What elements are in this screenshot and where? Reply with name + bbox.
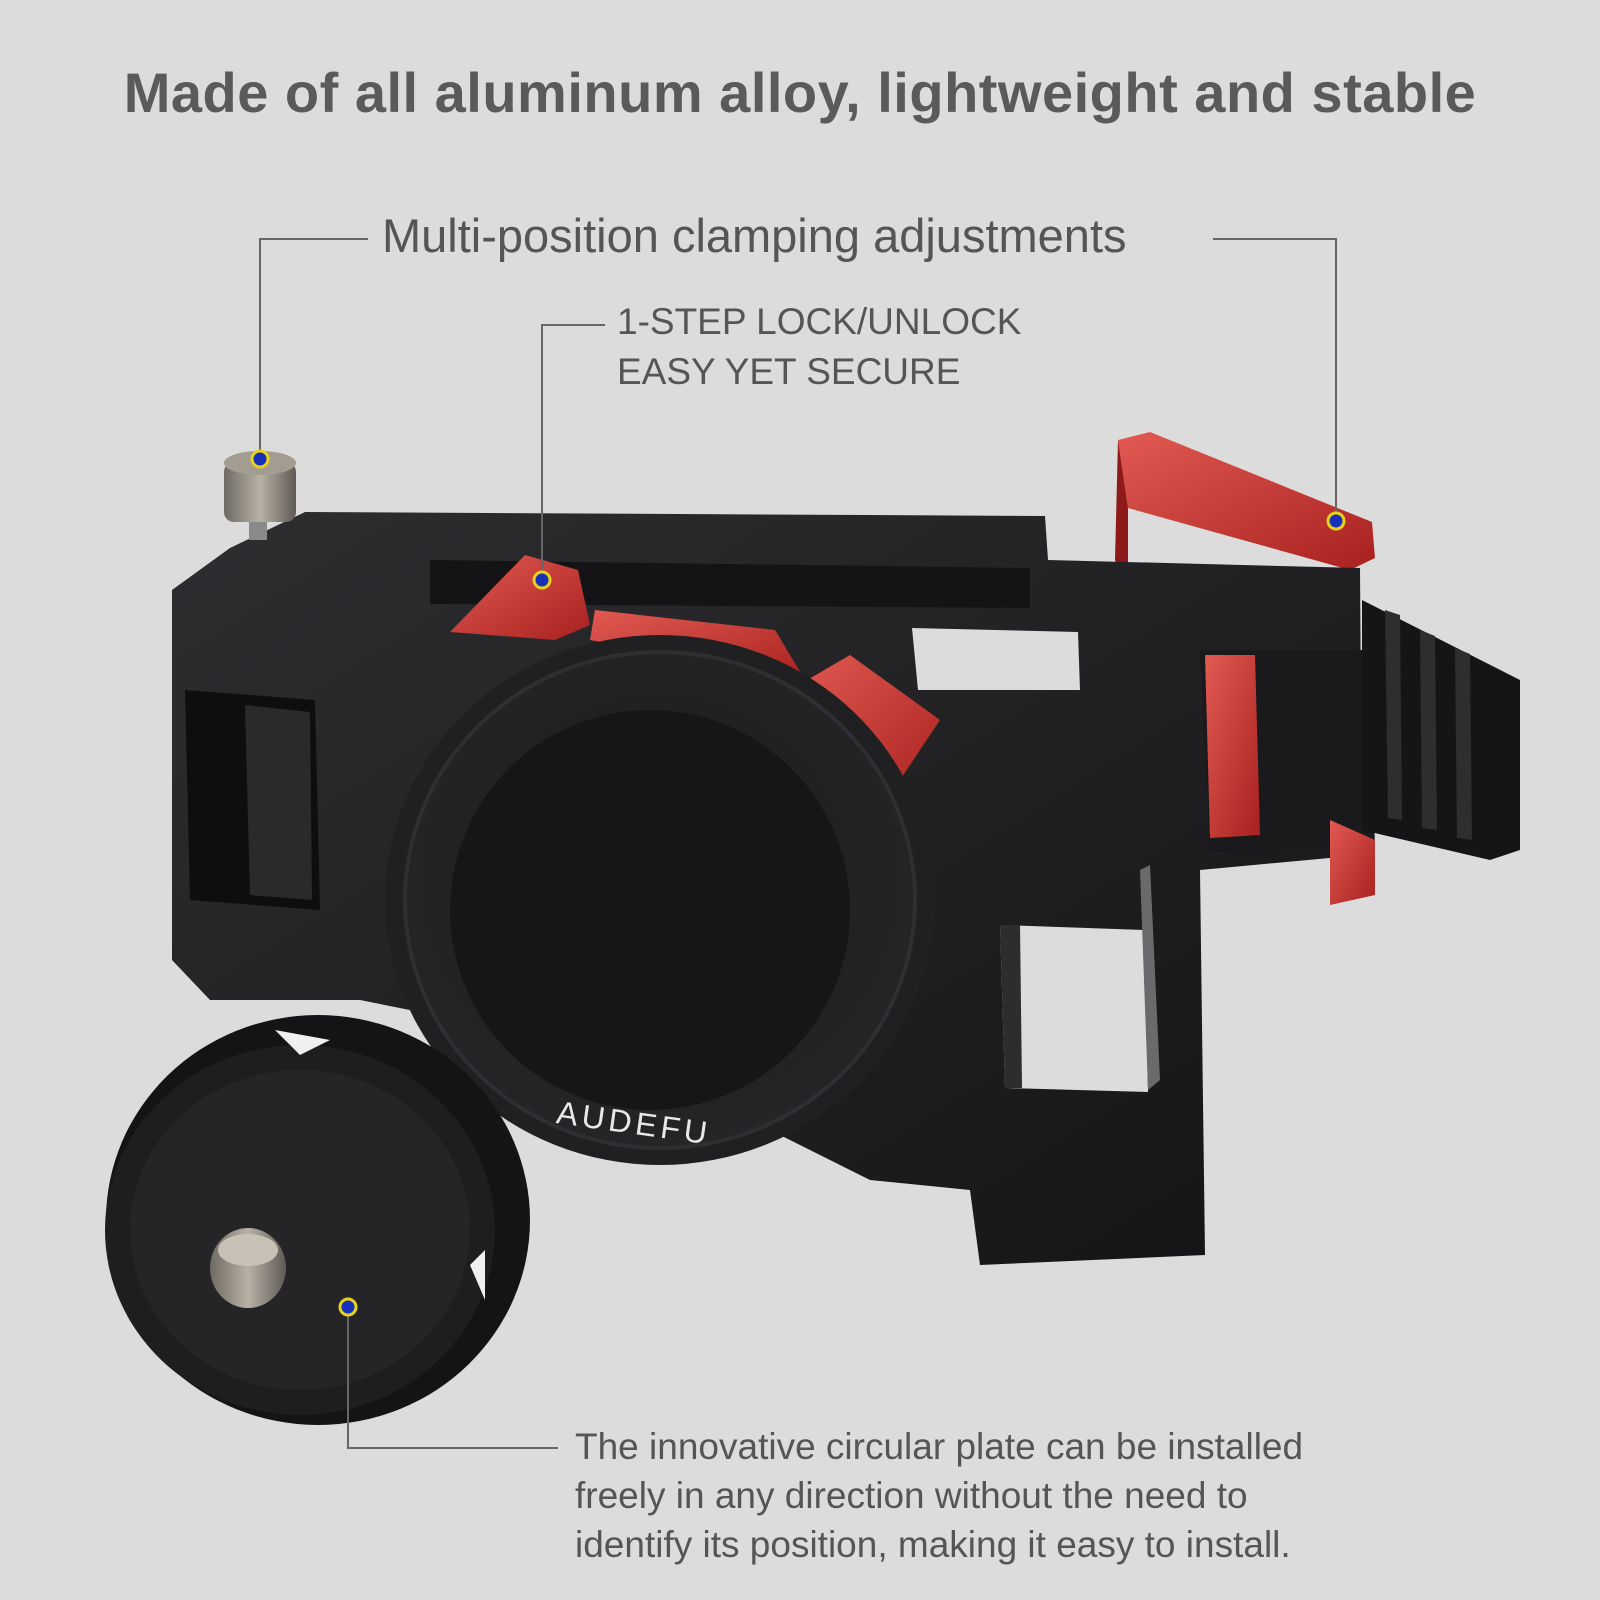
lock-leader — [541, 324, 605, 580]
marker-lever — [532, 570, 552, 590]
marker-plate — [338, 1297, 358, 1317]
marker-jaw — [1326, 511, 1346, 531]
knurled-knob — [224, 451, 296, 540]
headline: Made of all aluminum alloy, lightweight … — [123, 61, 1477, 124]
top-clamp-jaw — [1115, 432, 1375, 600]
callout-lock: 1-STEP LOCK/UNLOCK EASY YET SECURE — [617, 297, 1021, 397]
clamp-left-leader — [259, 238, 368, 456]
callout-clamping: Multi-position clamping adjustments — [382, 209, 1127, 262]
marker-knob — [250, 449, 270, 469]
callout-plate-line-1: The innovative circular plate can be ins… — [575, 1426, 1304, 1467]
ring-mount: AUDEFU — [385, 635, 935, 1165]
clamp-right-leader — [1213, 238, 1337, 521]
right-clamp-mechanism — [1140, 600, 1520, 1090]
plate-leader — [347, 1307, 558, 1449]
callout-lines — [259, 238, 1337, 1449]
callout-lock-line-2: EASY YET SECURE — [617, 351, 961, 392]
callout-lock-line-1: 1-STEP LOCK/UNLOCK — [617, 301, 1022, 342]
callout-plate-line-3: identify its position, making it easy to… — [575, 1524, 1291, 1565]
callout-plate-line-2: freely in any direction without the need… — [575, 1475, 1248, 1516]
circular-plate — [105, 1015, 530, 1425]
callout-plate: The innovative circular plate can be ins… — [575, 1422, 1303, 1569]
callout-markers — [250, 449, 1346, 1317]
